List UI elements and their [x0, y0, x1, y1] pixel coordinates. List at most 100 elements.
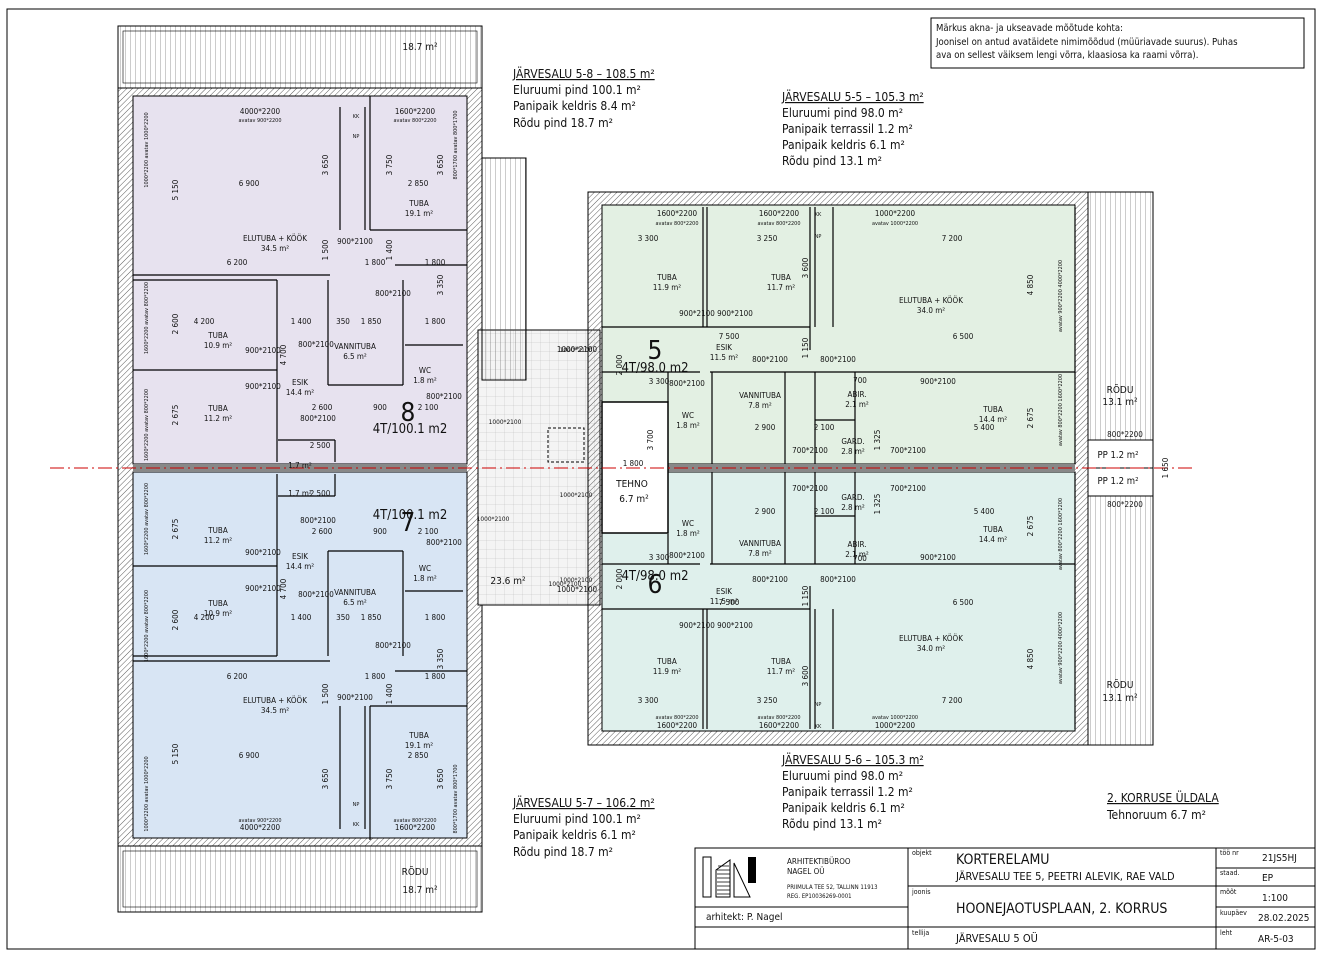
dimension-label: 800*2100	[300, 414, 336, 423]
room-name: ESIK	[292, 552, 308, 561]
dimension-label: 1 400	[385, 683, 394, 704]
dimension-label: 1 800	[425, 613, 446, 622]
dimension-label: 800*2100	[426, 392, 462, 401]
dimension-label: 800*1700 avatav 800*1700	[453, 764, 459, 833]
room-name: TUBA	[982, 525, 1003, 534]
room-name: GARD.	[841, 437, 864, 446]
dimension-label: 2 900	[755, 507, 776, 516]
dimension-label: 1600*2200	[395, 823, 436, 832]
room-area: 1.8 m²	[676, 529, 700, 538]
interior-walls-left	[133, 96, 467, 840]
room-name: VANNITUBA	[334, 342, 376, 351]
objekt: KORTERELAMU	[956, 852, 1050, 868]
summary-line: Eluruumi pind 100.1 m²	[513, 83, 641, 97]
summary-5-5: JÄRVESALU 5-5 – 105.3 m² Eluruumi pind 9…	[781, 89, 924, 168]
room-area: 11.5 m²	[710, 597, 738, 606]
dimension-label: 3 300	[638, 696, 659, 705]
dimension-label: 3 250	[757, 234, 778, 243]
dimension-label: 900*2100	[679, 309, 715, 318]
dimension-label: 800*2100	[669, 551, 705, 560]
room-name: TUBA	[207, 331, 228, 340]
room-name: ESIK	[292, 378, 308, 387]
dimension-label: 3 650	[321, 768, 330, 789]
room-area: 6.5 m²	[343, 598, 367, 607]
note-line: ava on sellest väiksem lengi võrra, klaa…	[936, 50, 1198, 61]
field-label: mõõt	[1220, 888, 1237, 896]
dimension-label: 1 325	[873, 494, 882, 515]
dimension-label: 1 400	[291, 613, 312, 622]
dimension-label: 1600*2200	[395, 107, 436, 116]
dimension-label: 2 850	[408, 179, 429, 188]
dimension-label: 1000*2200	[875, 721, 916, 730]
dimension-label: 5 400	[974, 507, 995, 516]
dimension-label: 5 400	[974, 423, 995, 432]
dimension-label: 800*2100	[752, 575, 788, 584]
room-area: 10.9 m²	[204, 609, 232, 618]
dimension-label: 1000*2100	[557, 585, 598, 594]
room-name: VANNITUBA	[334, 588, 376, 597]
dimension-label: 1 150	[801, 337, 810, 358]
field-label: töö nr	[1220, 849, 1239, 857]
dimension-label: 2 600	[171, 609, 180, 630]
summary-5-6: JÄRVESALU 5-6 – 105.3 m² Eluruumi pind 9…	[781, 752, 924, 831]
summary-line: Eluruumi pind 100.1 m²	[513, 812, 641, 826]
client: JÄRVESALU 5 OÜ	[955, 932, 1038, 945]
dimension-label: 2 675	[1026, 516, 1035, 537]
party-wall	[602, 464, 1075, 472]
unit-size: 4T/98.0 m2	[621, 569, 688, 584]
dimension-label: 3 300	[638, 234, 659, 243]
corridor-area: 23.6 m²	[490, 576, 526, 587]
balcony-5-name: RÕDU	[1107, 383, 1134, 396]
dimension-label: 800*2100	[298, 590, 334, 599]
stairwell: 23.6 m²	[477, 157, 601, 606]
roof-hatch	[547, 427, 585, 463]
storage-6: PP 1.2 m²	[1097, 476, 1138, 487]
dimension-label: 3 350	[436, 648, 445, 669]
room-name: ELUTUBA + KÖÖK	[899, 295, 963, 305]
dimension-label: 6 900	[239, 751, 260, 760]
room-name: TUBA	[207, 599, 228, 608]
room-area: 34.0 m²	[917, 306, 945, 315]
dimension-label: 4 200	[194, 317, 215, 326]
unit-7-area	[132, 471, 468, 839]
room-area: 14.4 m²	[286, 388, 314, 397]
summary-line: Rõdu pind 18.7 m²	[513, 845, 613, 859]
room-area: 11.2 m²	[204, 414, 232, 423]
room-name: ABIR.	[848, 540, 867, 549]
room-area: 1.8 m²	[676, 421, 700, 430]
balcony-top-area: 18.7 m²	[402, 42, 438, 53]
door-label: 1000*2100	[560, 346, 593, 354]
storage-5: PP 1.2 m²	[1097, 450, 1138, 461]
dimension-label: 2 675	[171, 405, 180, 426]
room-area: 1.7 m²	[288, 461, 312, 470]
summary-line: Rõdu pind 13.1 m²	[782, 817, 882, 831]
dimension-label: avatav 800*2200	[394, 818, 437, 824]
room-name: ELUTUBA + KÖÖK	[899, 633, 963, 643]
summary-line: Panipaik keldris 6.1 m²	[782, 138, 905, 152]
room-name: TUBA	[408, 199, 429, 208]
dimension-label: 800*2100	[820, 355, 856, 364]
room-area: 1.8 m²	[413, 574, 437, 583]
dimension-label: avatav 800*2200	[758, 715, 801, 721]
dimension-label: 700	[853, 376, 867, 385]
room-area: 11.9 m²	[653, 667, 681, 676]
dimension-label: 2 100	[814, 507, 835, 516]
dimension-label: 4 850	[1026, 274, 1035, 295]
door-label: 1000*2100	[489, 418, 522, 426]
note-title: Märkus akna- ja ukseavade mõõtude kohta:	[936, 23, 1123, 34]
dimension-label: 1 800	[365, 672, 386, 681]
unit-size: 4T/100.1 m2	[373, 508, 448, 523]
dimension-label: avatav 800*2200 1600*2200	[1058, 374, 1064, 446]
room-name: ESIK	[716, 587, 732, 596]
dimension-label: 900*2100	[245, 346, 281, 355]
dimension-label: NP	[353, 802, 360, 808]
dimension-label: NP	[353, 134, 360, 140]
dimension-label: 3 750	[385, 768, 394, 789]
interior-walls-right	[602, 207, 1076, 729]
dimension-label: 1 325	[873, 430, 882, 451]
tehno-area: 6.7 m²	[619, 494, 649, 505]
room-name: ABIR.	[848, 390, 867, 399]
unit-6-area	[601, 471, 1076, 732]
dimension-label: 900*2100	[717, 309, 753, 318]
dimension-label: 800*2100	[375, 289, 411, 298]
